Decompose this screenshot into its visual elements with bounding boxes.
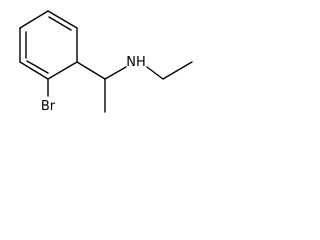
bromine-atom-label: Br bbox=[41, 99, 56, 114]
ring-bond-top bbox=[19, 10, 49, 29]
bond-ring-to-alpha-carbon bbox=[76, 61, 106, 80]
nitrogen-atom-label: NH bbox=[126, 55, 146, 70]
ring-bond-bottom-left bbox=[19, 61, 49, 80]
ring-inner-double-bond-bottom-left bbox=[26, 60, 49, 74]
chemical-structure-diagram: NH Br bbox=[19, 10, 193, 114]
ring-bond-bottom-right bbox=[47, 61, 78, 80]
bond-alpha-carbon-to-nitrogen bbox=[104, 66, 127, 80]
bond-nitrogen-to-ethyl-ch2 bbox=[146, 66, 164, 80]
ring-inner-double-bond-top-right bbox=[48, 16, 72, 31]
ring-bond-top-right bbox=[47, 10, 78, 29]
bond-ethyl-ch2-to-ch3 bbox=[162, 61, 193, 80]
benzene-ring bbox=[19, 10, 78, 80]
